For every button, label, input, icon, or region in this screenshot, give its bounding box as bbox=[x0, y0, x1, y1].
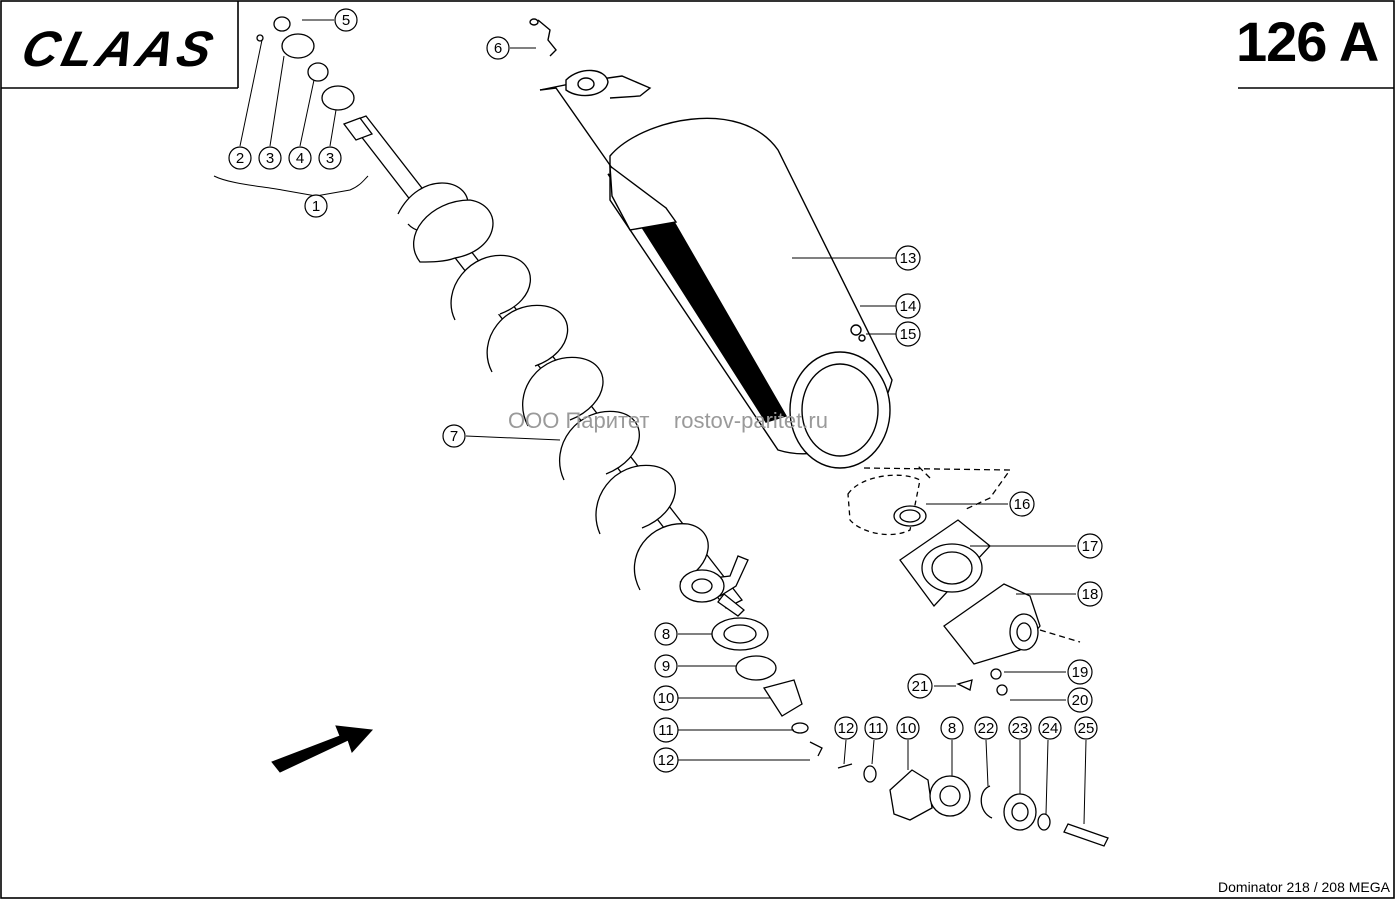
auger-tube bbox=[529, 18, 893, 469]
callout-8[interactable]: 8 bbox=[654, 622, 678, 646]
svg-text:11: 11 bbox=[868, 720, 884, 737]
svg-text:12: 12 bbox=[658, 752, 675, 769]
callout-7[interactable]: 7 bbox=[442, 424, 466, 448]
svg-text:25: 25 bbox=[1078, 720, 1095, 737]
svg-text:15: 15 bbox=[900, 326, 917, 343]
callout-20[interactable]: 20 bbox=[1067, 687, 1093, 713]
claas-logo: CLAAS bbox=[16, 21, 222, 77]
callout-21[interactable]: 21 bbox=[907, 673, 933, 699]
drive-end-parts-left bbox=[711, 617, 823, 757]
svg-text:21: 21 bbox=[912, 678, 929, 695]
watermark-text: ООО Паритет rostov-paritet.ru bbox=[508, 408, 828, 433]
svg-text:4: 4 bbox=[296, 150, 304, 167]
svg-text:16: 16 bbox=[1014, 496, 1031, 513]
svg-text:24: 24 bbox=[1042, 720, 1059, 737]
callout-17[interactable]: 17 bbox=[1077, 533, 1103, 559]
svg-text:13: 13 bbox=[900, 250, 917, 267]
svg-text:3: 3 bbox=[266, 150, 274, 167]
svg-text:11: 11 bbox=[658, 722, 674, 739]
svg-text:CLAAS: CLAAS bbox=[16, 21, 222, 77]
svg-text:18: 18 bbox=[1082, 586, 1099, 603]
model-caption: Dominator 218 / 208 MEGA bbox=[1218, 879, 1390, 895]
svg-text:2: 2 bbox=[236, 150, 244, 167]
callout-3[interactable]: 3 bbox=[258, 146, 282, 170]
part-callouts: 5 6 2 3 4 3 1 13 14 15 7 16 bbox=[228, 8, 1103, 773]
svg-text:1: 1 bbox=[312, 198, 320, 215]
svg-text:8: 8 bbox=[948, 720, 956, 737]
leader-lines bbox=[213, 19, 1087, 825]
callout-13[interactable]: 13 bbox=[895, 245, 921, 271]
callout-11b[interactable]: 11 bbox=[864, 716, 888, 740]
callout-2[interactable]: 2 bbox=[228, 146, 252, 170]
bearing-parts-top bbox=[256, 16, 355, 111]
svg-text:12: 12 bbox=[838, 720, 855, 737]
svg-text:14: 14 bbox=[900, 298, 917, 315]
callout-18[interactable]: 18 bbox=[1077, 581, 1103, 607]
callout-25[interactable]: 25 bbox=[1074, 716, 1098, 740]
callout-19[interactable]: 19 bbox=[1067, 659, 1093, 685]
svg-text:7: 7 bbox=[450, 428, 458, 445]
svg-text:9: 9 bbox=[662, 658, 670, 675]
callout-24[interactable]: 24 bbox=[1038, 716, 1062, 740]
auger-assembly bbox=[342, 115, 749, 617]
callout-12[interactable]: 12 bbox=[653, 747, 679, 773]
callout-15[interactable]: 15 bbox=[895, 321, 921, 347]
direction-arrow bbox=[271, 725, 374, 773]
callout-3b[interactable]: 3 bbox=[318, 146, 342, 170]
svg-text:22: 22 bbox=[978, 720, 995, 737]
svg-text:20: 20 bbox=[1072, 692, 1089, 709]
svg-text:5: 5 bbox=[342, 12, 350, 29]
svg-text:23: 23 bbox=[1012, 720, 1029, 737]
callout-22[interactable]: 22 bbox=[974, 716, 998, 740]
callout-12b[interactable]: 12 bbox=[834, 716, 858, 740]
svg-text:10: 10 bbox=[900, 720, 917, 737]
svg-text:3: 3 bbox=[326, 150, 334, 167]
auger-flights bbox=[397, 182, 709, 591]
callout-9[interactable]: 9 bbox=[654, 654, 678, 678]
svg-text:17: 17 bbox=[1082, 538, 1099, 555]
callout-11[interactable]: 11 bbox=[653, 717, 679, 743]
callout-8b[interactable]: 8 bbox=[940, 716, 964, 740]
callout-10[interactable]: 10 bbox=[653, 685, 679, 711]
svg-text:19: 19 bbox=[1072, 664, 1089, 681]
callout-5[interactable]: 5 bbox=[334, 8, 358, 32]
callout-16[interactable]: 16 bbox=[1009, 491, 1035, 517]
callout-14[interactable]: 14 bbox=[895, 293, 921, 319]
callout-4[interactable]: 4 bbox=[288, 146, 312, 170]
drive-end-parts-right bbox=[837, 763, 1109, 847]
svg-text:8: 8 bbox=[662, 626, 670, 643]
callout-6[interactable]: 6 bbox=[486, 36, 510, 60]
callout-1[interactable]: 1 bbox=[304, 194, 328, 218]
page-number: 126 A bbox=[1236, 10, 1379, 73]
svg-text:10: 10 bbox=[658, 690, 675, 707]
callout-23[interactable]: 23 bbox=[1008, 716, 1032, 740]
svg-text:6: 6 bbox=[494, 40, 502, 57]
callout-10b[interactable]: 10 bbox=[896, 716, 920, 740]
gearbox-assembly bbox=[847, 465, 1081, 696]
